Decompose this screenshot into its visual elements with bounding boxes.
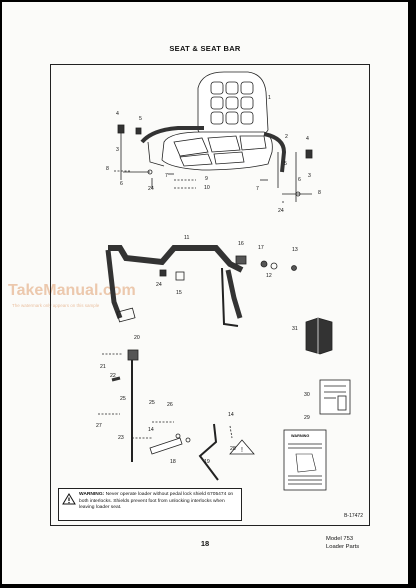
- page-title: SEAT & SEAT BAR: [169, 44, 241, 53]
- callout-1: 1: [268, 95, 271, 101]
- callout-16: 16: [238, 241, 244, 247]
- callout-7b: 7: [256, 186, 259, 192]
- decal-warning-label: WARNING: [291, 434, 310, 438]
- diagram-frame: B-17472: [50, 64, 370, 526]
- callout-20: 20: [134, 335, 140, 341]
- callout-24: 24: [148, 186, 154, 192]
- warning-box: WARNING: Never operate loader without pe…: [58, 488, 242, 521]
- callout-28: 28: [230, 446, 236, 452]
- callout-21: 21: [100, 364, 106, 370]
- callout-24c: 24: [156, 282, 162, 288]
- callout-5: 5: [139, 116, 142, 122]
- manual-page: SEAT & SEAT BAR TakeManual.com The water…: [2, 2, 408, 584]
- watermark-brand: TakeManual.com: [8, 282, 136, 299]
- model-name: Model 753: [326, 536, 354, 542]
- callout-24b: 24: [278, 208, 284, 214]
- callout-9: 9: [205, 176, 208, 182]
- callout-5b: 5: [284, 161, 287, 167]
- section-name: Loader Parts: [326, 543, 360, 550]
- warning-label: WARNING:: [79, 492, 105, 497]
- callout-31: 31: [292, 326, 298, 332]
- warning-text: Never operate loader without pedal lock …: [79, 492, 234, 511]
- page-number: 18: [200, 539, 210, 548]
- callout-10: 10: [204, 185, 210, 191]
- parts-diagram: !: [98, 71, 351, 491]
- callout-11: 11: [184, 235, 190, 241]
- callout-27: 27: [96, 423, 102, 429]
- warning-triangle-icon: [62, 493, 76, 505]
- callout-4: 4: [116, 111, 119, 117]
- callout-14: 14: [148, 427, 154, 433]
- callout-14b: 14: [228, 412, 234, 418]
- watermark-note: The watermark only appears on this sampl…: [12, 303, 100, 308]
- callout-29: 29: [304, 415, 310, 421]
- callout-8b: 8: [318, 190, 321, 196]
- callout-17: 17: [258, 245, 264, 251]
- callout-15: 15: [176, 290, 182, 296]
- callout-19: 19: [204, 459, 210, 465]
- callout-8: 8: [106, 166, 109, 172]
- callout-2: 2: [285, 134, 288, 140]
- callout-3b: 3: [308, 173, 311, 179]
- model-info: Model 753 Loader Parts: [326, 536, 359, 551]
- callout-22: 22: [110, 373, 116, 379]
- svg-text:!: !: [241, 447, 243, 454]
- callout-23: 23: [118, 435, 124, 441]
- callout-13: 13: [292, 247, 298, 253]
- callout-30: 30: [304, 392, 310, 398]
- callout-26: 26: [167, 402, 173, 408]
- callout-25: 25: [120, 396, 126, 402]
- callout-4b: 4: [306, 136, 309, 142]
- callout-6: 6: [120, 181, 123, 187]
- callout-18: 18: [170, 459, 176, 465]
- callout-25b: 25: [149, 400, 155, 406]
- callout-6b: 6: [298, 177, 301, 183]
- callout-12: 12: [266, 273, 272, 279]
- callout-7: 7: [165, 173, 168, 179]
- figure-number: B-17472: [344, 513, 363, 519]
- callout-3: 3: [116, 147, 119, 153]
